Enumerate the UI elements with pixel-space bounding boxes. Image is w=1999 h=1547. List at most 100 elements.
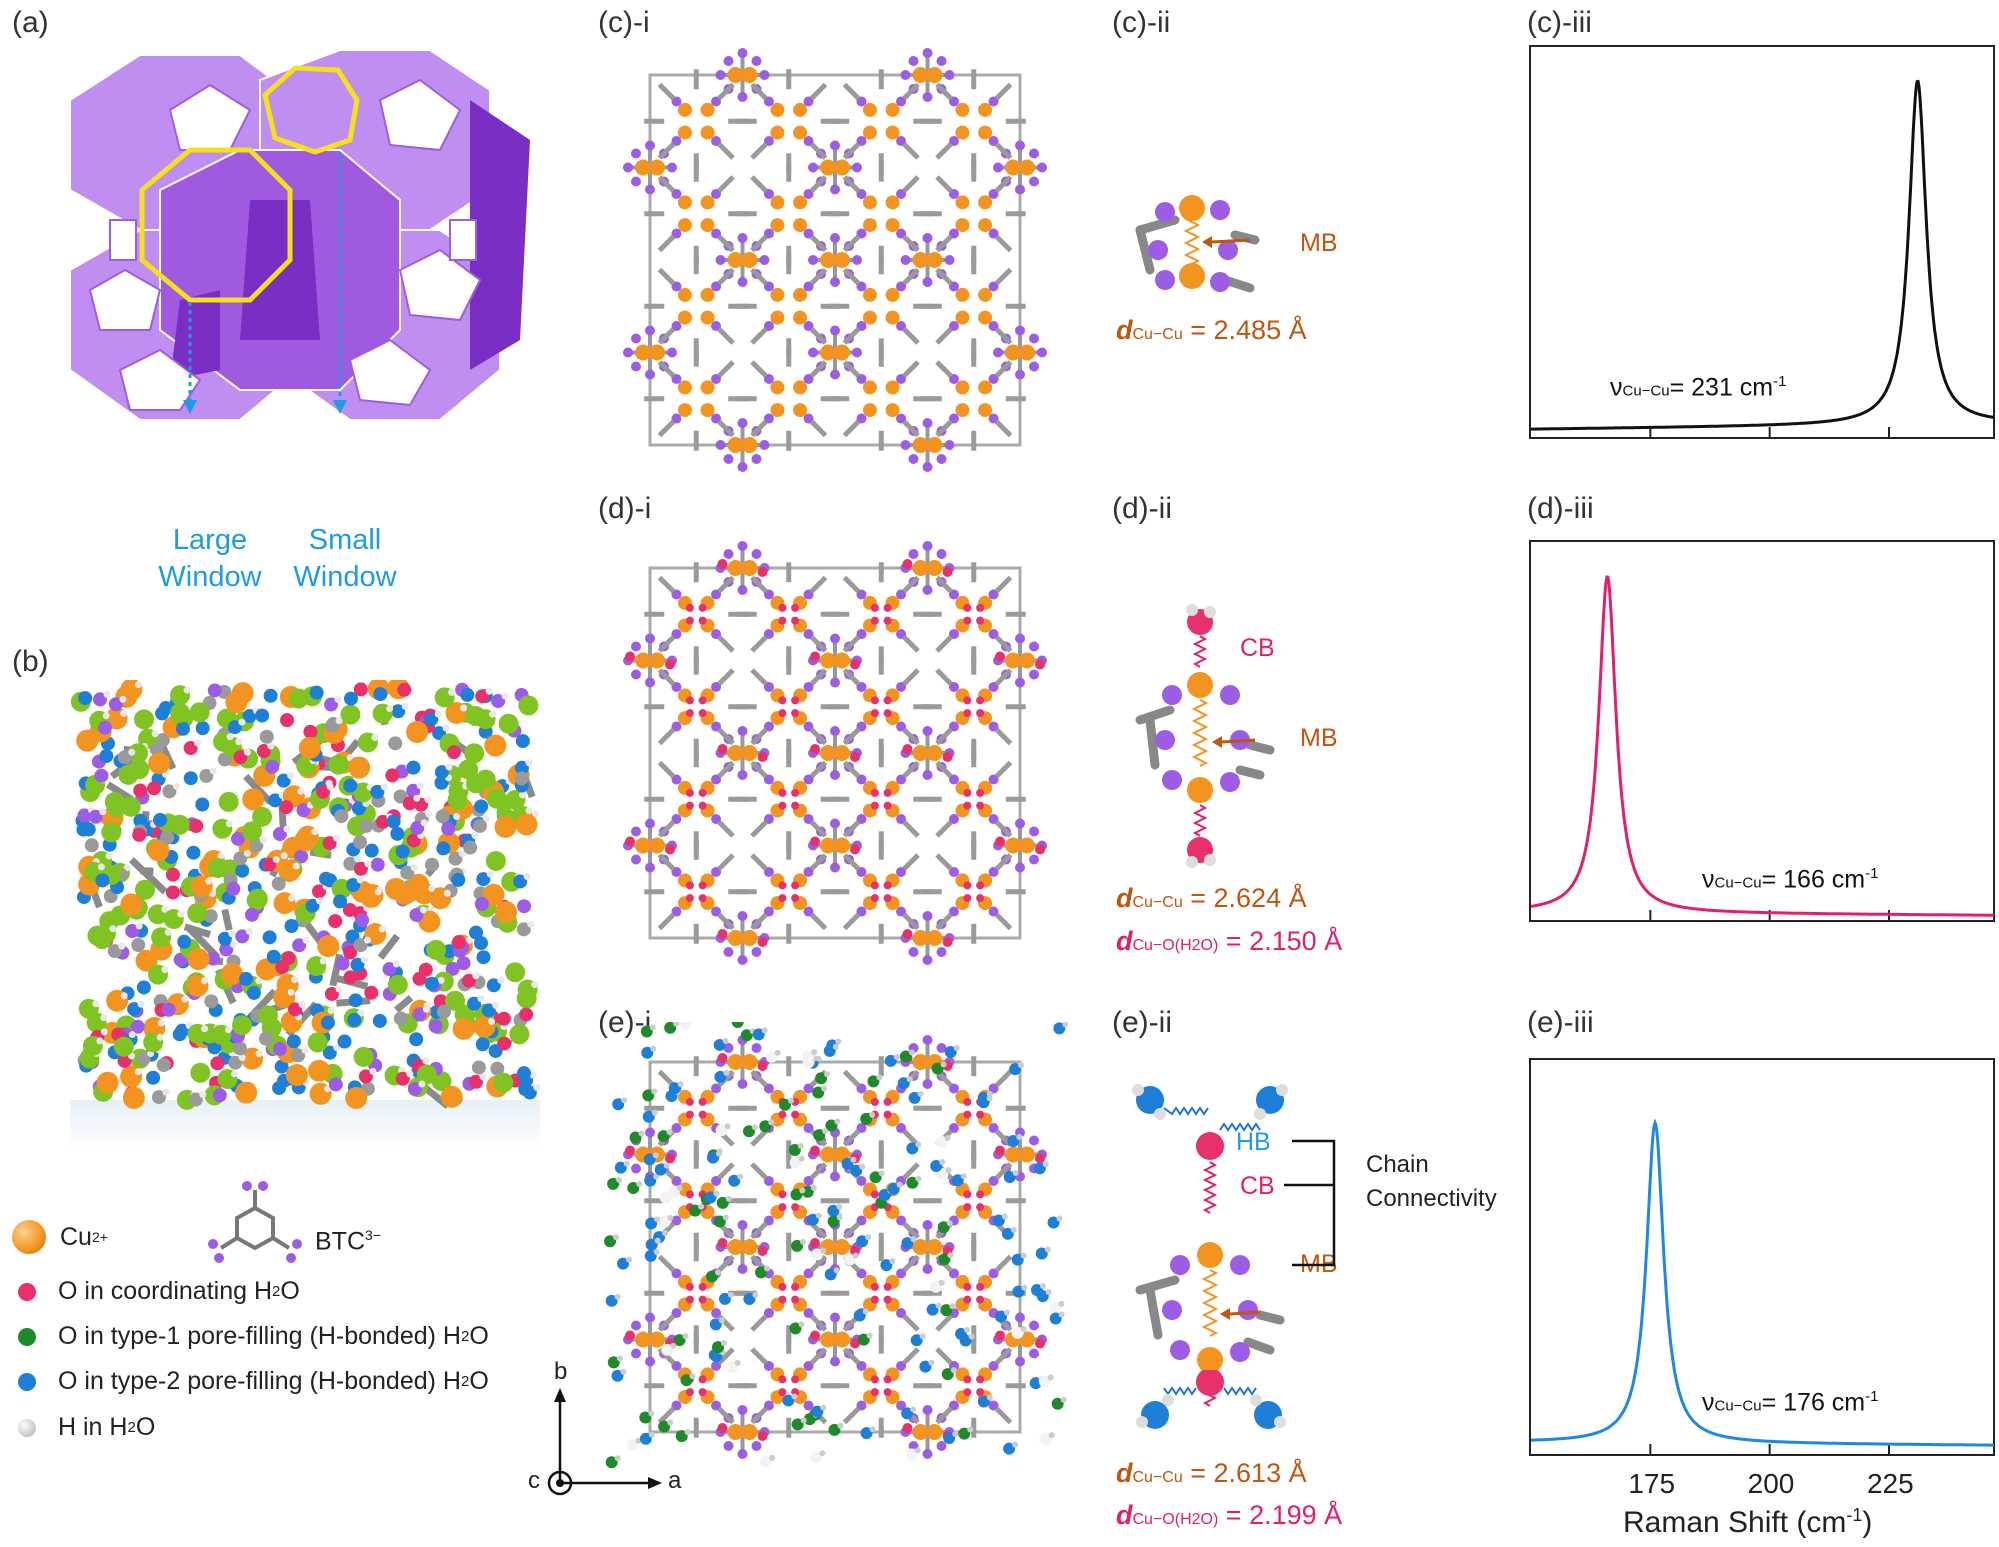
paddlewheel-dii [1135,604,1275,868]
chain-connectivity-bracket [1284,1139,1336,1267]
panel-label-cii: (c)-ii [1112,6,1171,39]
distance-cuo-e-value: = 2.199 Å [1218,1500,1343,1530]
panel-label-eii: (e)-ii [1112,1006,1172,1039]
raman-curve-c [1531,79,1995,431]
raman-tick-label-175: 175 [1628,1468,1676,1499]
legend-h-label: H in H [58,1413,128,1441]
panel-label-eiii: (e)-iii [1527,1006,1594,1039]
raman-tick-label-200: 200 [1747,1468,1795,1499]
raman-nu-e: ν [1702,1388,1715,1417]
small-window-line2: Window [293,561,397,593]
raman-xlabel-text: Raman Shift (cm-1) [1623,1505,1873,1539]
legend-o-type1-label: O in type-1 pore-filling (H-bonded) H [58,1322,461,1350]
large-window-label: Large Window [150,522,270,596]
legend-o-type2-tail: O [469,1367,489,1395]
legend-h-tail: O [135,1413,156,1441]
hydrated-crystal-render [70,680,541,1150]
o-type1-atom-icon [18,1327,36,1346]
distance-cucu-e-value: = 2.613 Å [1182,1458,1307,1488]
small-window-line1: Small [308,524,382,556]
paddlewheel-eii [1132,1084,1288,1407]
raman-annotation-c: νCu−Cu= 231 cm-1 [1610,373,1786,402]
chain-line1: Chain [1366,1151,1429,1178]
panel-label-diii: (d)-iii [1527,492,1594,525]
panel-label-ci: (c)-i [598,6,650,39]
legend-o-coord-label: O in coordinating H [58,1277,273,1305]
bond-label-cb-e: CB [1240,1172,1275,1200]
distance-cucu-d-d: d [1116,883,1133,913]
raman-chart-d [1529,540,1995,922]
btc-linker-icon [208,1181,302,1263]
distance-cucu-d-sub: Cu−Cu [1132,894,1183,911]
axis-triad [547,1388,662,1496]
chain-line2: Connectivity [1366,1185,1497,1212]
raman-sup-c: -1 [1773,373,1787,390]
axis-a-label: a [668,1467,682,1494]
legend-o-coord-sub: 2 [272,1283,281,1300]
distance-cucu-d: dCu−Cu = 2.624 Å [1116,883,1307,914]
legend-o-type2-label: O in type-2 pore-filling (H-bonded) H [58,1367,461,1395]
raman-xlabel: Raman Shift (cm-1) [1623,1505,1872,1540]
legend-o-type1-tail: O [469,1322,489,1350]
large-window-line1: Large [172,524,248,556]
framework-polyhedra [69,49,530,421]
h-atom-icon [18,1418,36,1437]
distance-cucu-d-value: = 2.624 Å [1182,883,1307,913]
raman-sup-e: -1 [1865,1388,1879,1405]
raman-chart-c [1529,45,1995,439]
raman-ticks-e [1649,1444,1890,1454]
axis-b-label: b [554,1358,568,1385]
distance-cucu-c: dCu−Cu = 2.485 Å [1116,315,1307,346]
panel-label-ciii: (c)-iii [1527,6,1592,39]
legend-btc: BTC3− [315,1227,381,1256]
distance-cuo-e-sub: Cu−O(H2O) [1132,1511,1219,1528]
cu-atom-icon [12,1220,46,1254]
raman-sup-d: -1 [1865,865,1879,882]
legend-o-type2-sub: 2 [460,1373,470,1390]
raman-value-e: = 176 cm [1761,1388,1866,1417]
distance-cucu-e-d: d [1116,1458,1133,1488]
legend-btc-charge: 3− [365,1227,381,1243]
distance-cuo-e-d: d [1116,1500,1133,1530]
water-bottom-eii [1136,1370,1286,1429]
distance-cucu-e: dCu−Cu = 2.613 Å [1116,1458,1307,1489]
panel-label-b: (b) [12,645,49,678]
raman-value-c: = 231 cm [1669,373,1774,402]
raman-nu-c: ν [1610,373,1623,402]
raman-nu-sub-d: Cu−Cu [1714,874,1762,892]
raman-frame-c [1529,45,1995,439]
axis-c-label: c [528,1467,540,1494]
raman-frame-d [1529,540,1995,922]
o-coord-atom-icon [18,1282,36,1301]
raman-frame-e [1529,1058,1995,1456]
distance-cucu-e-sub: Cu−Cu [1132,1469,1183,1486]
distance-cuo-d-value: = 2.150 Å [1218,926,1343,956]
raman-ticks-c [1649,427,1890,437]
raman-chart-e [1529,1058,1995,1456]
bond-label-mb-c: MB [1300,229,1338,257]
paddlewheel-cii [1135,195,1260,293]
unit-cell-ci [623,48,1047,472]
raman-curve-e [1531,1118,1994,1447]
small-window-label: Small Window [280,522,410,596]
bond-label-cb-d: CB [1240,634,1275,662]
legend-o-type1-sub: 2 [460,1328,470,1345]
raman-tick-label-225: 225 [1866,1468,1914,1499]
raman-curve-d [1530,575,1994,917]
panel-label-dii: (d)-ii [1112,492,1172,525]
legend-cu-charge: 2+ [91,1229,108,1245]
distance-cuo-d-sub: Cu−O(H2O) [1132,937,1219,954]
raman-annotation-d: νCu−Cu= 166 cm-1 [1702,865,1878,894]
legend-cu-label: Cu [60,1222,92,1251]
unit-cell-ei [604,1022,1069,1469]
raman-nu-sub-c: Cu−Cu [1622,382,1670,400]
raman-ticklabels-e: 175 200 225 [1529,1468,1996,1508]
chain-connectivity-label: Chain Connectivity [1366,1148,1497,1216]
distance-cucu-c-d: d [1116,315,1133,345]
panel-label-a: (a) [12,6,49,39]
